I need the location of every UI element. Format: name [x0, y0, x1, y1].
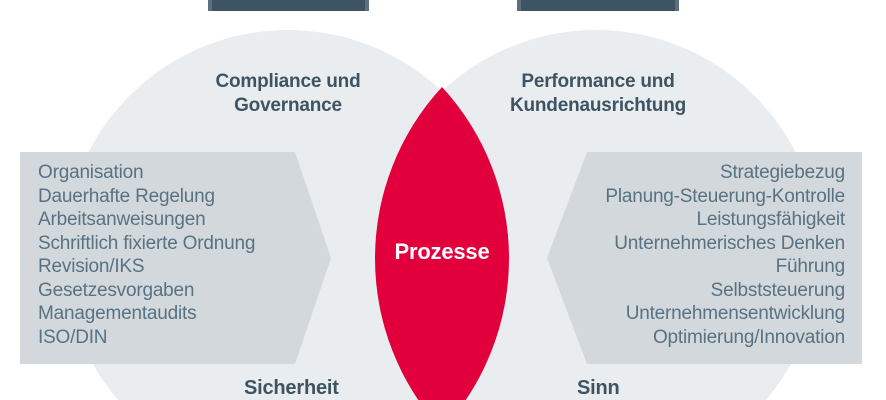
list-item: Führung: [775, 256, 846, 277]
performance-item-list: Strategiebezug Planung-Steuerung-Kontrol…: [605, 161, 845, 349]
list-item: Organisation: [38, 162, 144, 183]
compliance-items-panel: [20, 152, 331, 364]
heading-line: Kundenausrichtung: [509, 94, 687, 116]
list-item: Selbststeuerung: [710, 279, 846, 301]
top-bar-left: [208, 0, 369, 11]
list-item: Gesetzesvorgaben: [38, 279, 195, 301]
list-item: Optimierung/Innovation: [652, 326, 845, 348]
heading-line: Compliance und: [215, 71, 361, 92]
list-item: Revision/IKS: [38, 256, 145, 277]
list-item: Unternehmerisches Denken: [614, 232, 845, 254]
list-item: Strategiebezug: [719, 162, 845, 183]
list-item: Unternehmensentwicklung: [625, 303, 846, 324]
list-item: Managementaudits: [38, 303, 197, 324]
list-item: Planung-Steuerung-Kontrolle: [605, 185, 845, 207]
list-item: Arbeitsanweisungen: [38, 209, 206, 230]
heading-performance-kundenausrichtung: Performance und Kundenausrichtung: [488, 70, 708, 117]
heading-line: Governance: [234, 94, 342, 116]
footer-sinn: Sinn: [577, 377, 620, 399]
list-item: Schriftlich fixierte Ordnung: [38, 232, 256, 254]
top-bar-right: [517, 0, 679, 11]
prozesse-label: Prozesse: [394, 239, 490, 264]
heading-line: Performance und: [521, 71, 675, 92]
compliance-item-list: Organisation Dauerhafte Regelung Arbeits…: [38, 161, 255, 349]
heading-compliance-governance: Compliance und Governance: [178, 70, 398, 117]
footer-sicherheit: Sicherheit: [244, 377, 339, 399]
list-item: ISO/DIN: [38, 326, 108, 348]
performance-items-panel: [547, 152, 862, 364]
list-item: Leistungsfähigkeit: [696, 209, 845, 230]
list-item: Dauerhafte Regelung: [38, 185, 215, 207]
